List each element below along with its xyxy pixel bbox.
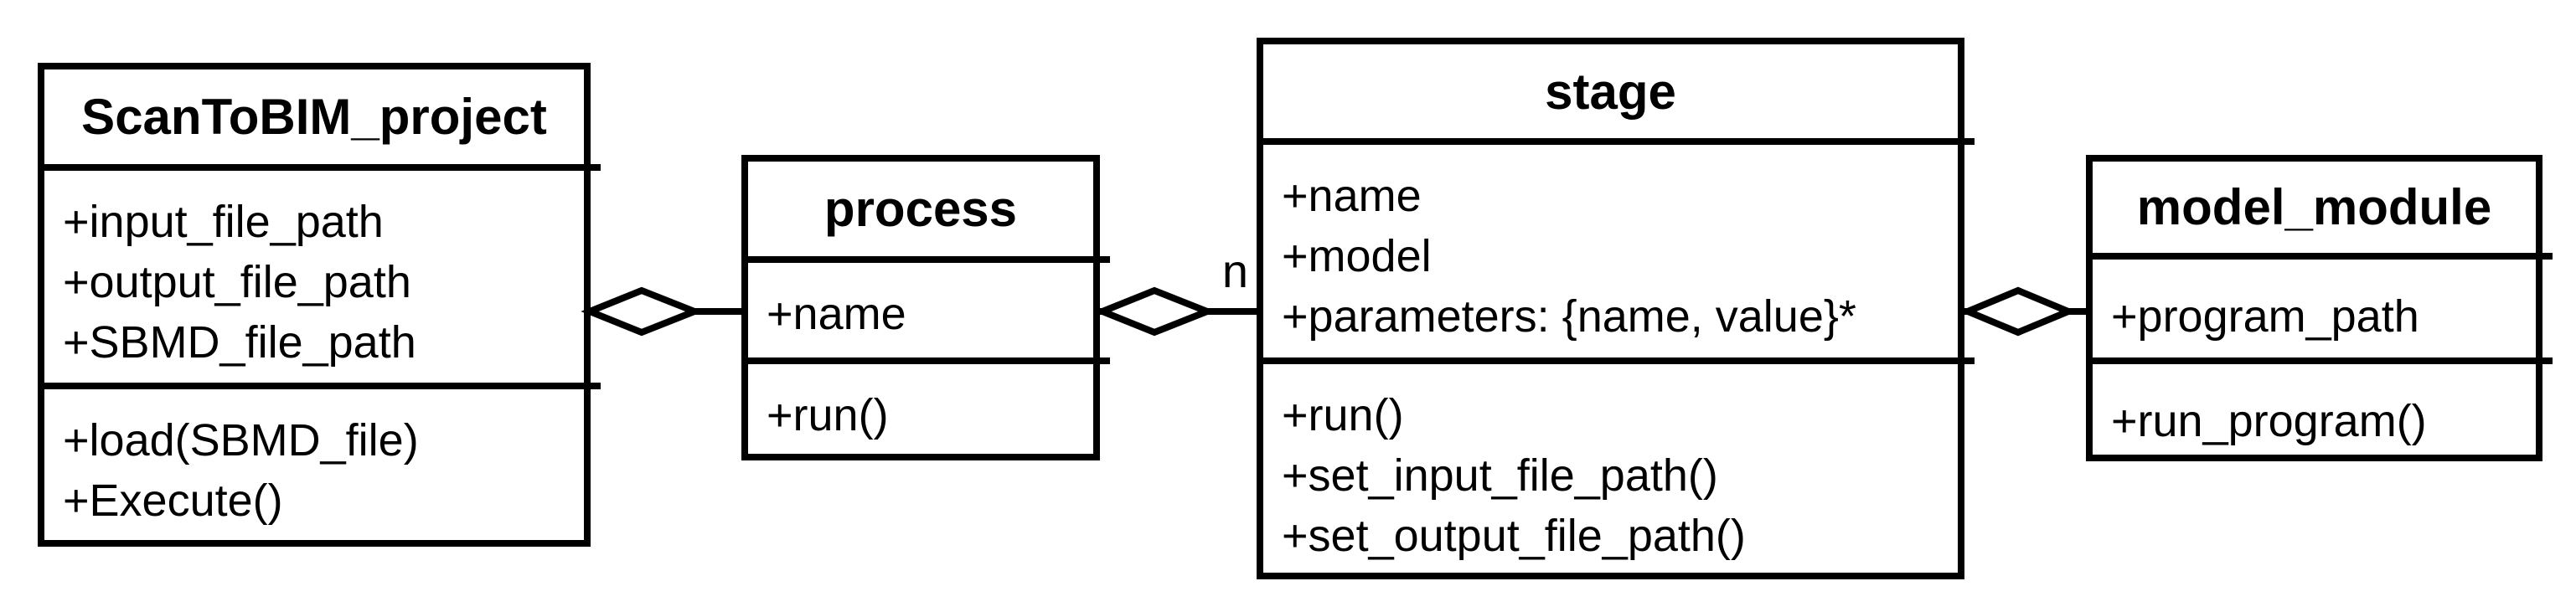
aggregation-diamond-icon (1093, 286, 1216, 337)
class-box-model-module: model_module +program_path +run_program(… (2086, 155, 2553, 461)
method-row: +run() (1282, 390, 1404, 440)
aggregation-diamond-icon (1959, 286, 2078, 337)
multiplicity-label: n (1221, 244, 1248, 297)
method-row: +set_input_file_path() (1282, 450, 1718, 501)
methods-compartment: +load(SBMD_file) +Execute() (44, 383, 601, 531)
attribute-row: +input_file_path (63, 197, 384, 247)
attributes-compartment: +name +model +parameters: {name, value}* (1263, 138, 1975, 357)
method-row: +set_output_file_path() (1282, 511, 1746, 561)
attributes-compartment: +input_file_path +output_file_path +SBMD… (44, 164, 601, 383)
methods-compartment: +run() (748, 357, 1110, 445)
attribute-row: +program_path (2111, 291, 2419, 342)
method-row: +load(SBMD_file) (63, 415, 419, 465)
attribute-row: +name (767, 289, 906, 339)
attributes-compartment: +name (748, 256, 1110, 357)
method-row: +Execute() (63, 476, 283, 526)
attribute-row: +model (1282, 231, 1432, 281)
attribute-row: +SBMD_file_path (63, 317, 416, 368)
attribute-row: +name (1282, 171, 1422, 221)
class-title: ScanToBIM_project (81, 89, 547, 145)
class-box-stage: stage +name +model +parameters: {name, v… (1257, 38, 1975, 579)
class-title: process (823, 181, 1018, 237)
class-title: stage (1545, 63, 1676, 120)
attributes-compartment: +program_path (2093, 253, 2553, 357)
class-box-process: process +name +run() (741, 155, 1110, 460)
class-title: model_module (2136, 179, 2492, 235)
method-row: +run() (767, 390, 889, 440)
aggregation-diamond-icon (581, 286, 704, 337)
class-box-scantobim-project: ScanToBIM_project +input_file_path +outp… (38, 63, 601, 547)
methods-compartment: +run() +set_input_file_path() +set_outpu… (1263, 357, 1975, 566)
attribute-row: +parameters: {name, value}* (1282, 291, 1856, 342)
method-row: +run_program() (2111, 396, 2427, 446)
methods-compartment: +run_program() (2093, 357, 2553, 451)
attribute-row: +output_file_path (63, 257, 411, 307)
